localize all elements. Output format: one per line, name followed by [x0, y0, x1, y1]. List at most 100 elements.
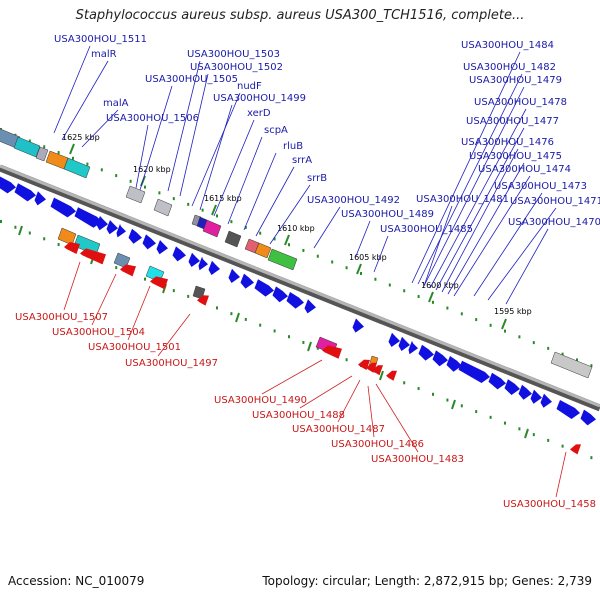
leader-line	[243, 152, 277, 231]
gene-label[interactable]: srrA	[292, 155, 312, 166]
tick-dot	[216, 214, 218, 218]
reverse-gene-arrow[interactable]	[570, 444, 581, 455]
leader-line	[367, 385, 375, 438]
tick-dot	[172, 197, 175, 201]
reverse-gene-arrow[interactable]	[120, 264, 136, 277]
forward-gene-arrow[interactable]	[458, 360, 491, 383]
gene-label[interactable]: USA300HOU_1477	[466, 116, 559, 127]
reverse-gene-arrow[interactable]	[150, 276, 168, 290]
reverse-gene-arrow[interactable]	[64, 242, 80, 254]
forward-gene-arrow[interactable]	[254, 279, 275, 297]
gene-label[interactable]: USA300HOU_1481	[416, 194, 509, 205]
gene-label[interactable]: USA300HOU_1489	[341, 209, 434, 220]
gene-label[interactable]: nudF	[237, 81, 262, 92]
gene-label[interactable]: USA300HOU_1458	[503, 499, 596, 510]
forward-gene-arrow[interactable]	[530, 389, 543, 404]
forward-gene-arrow[interactable]	[504, 379, 521, 395]
forward-gene-arrow[interactable]	[142, 234, 157, 250]
forward-gene-arrow[interactable]	[556, 400, 581, 419]
forward-gene-arrow[interactable]	[488, 372, 507, 390]
gene-label[interactable]: USA300HOU_1483	[371, 454, 464, 465]
forward-gene-arrow[interactable]	[418, 344, 435, 361]
gene-label[interactable]: USA300HOU_1486	[331, 439, 424, 450]
forward-gene-arrow[interactable]	[50, 197, 77, 218]
gene-label[interactable]: USA300HOU_1511	[54, 34, 147, 45]
leader-line	[139, 85, 173, 191]
gene-label[interactable]: USA300HOU_1485	[380, 224, 473, 235]
gene-label[interactable]: USA300HOU_1507	[15, 312, 108, 323]
gene-label[interactable]: srrB	[307, 173, 327, 184]
tick-dot	[489, 323, 492, 327]
forward-gene-arrow[interactable]	[398, 336, 411, 351]
reverse-gene-arrow[interactable]	[372, 365, 383, 376]
gene-label[interactable]: USA300HOU_1502	[190, 62, 283, 73]
gene-label[interactable]: malA	[103, 98, 129, 109]
tick-dot	[316, 254, 319, 258]
gene-label[interactable]: scpA	[264, 125, 288, 136]
forward-gene-arrow[interactable]	[240, 273, 255, 289]
forward-gene-arrow[interactable]	[198, 256, 209, 271]
tick-dot	[532, 341, 535, 345]
gene-label[interactable]: rluB	[283, 141, 303, 152]
forward-gene-arrow[interactable]	[272, 286, 289, 303]
reverse-gene-arrow[interactable]	[80, 248, 106, 265]
tick-dot	[504, 329, 506, 333]
gene-label[interactable]: USA300HOU_1482	[463, 62, 556, 73]
forward-gene-arrow[interactable]	[388, 332, 401, 347]
forward-gene-arrow[interactable]	[208, 260, 221, 275]
forward-gene-arrow[interactable]	[580, 409, 597, 426]
forward-gene-arrow[interactable]	[432, 350, 449, 367]
leader-line	[61, 60, 109, 141]
gene-label[interactable]: USA300HOU_1476	[461, 137, 554, 148]
tick-dot	[590, 364, 593, 368]
tick-dot	[43, 145, 46, 149]
gene-label[interactable]: USA300HOU_1487	[292, 424, 385, 435]
gene-label[interactable]: USA300HOU_1503	[187, 49, 280, 60]
gene-label[interactable]: USA300HOU_1504	[52, 327, 145, 338]
gene-label[interactable]: USA300HOU_1478	[474, 97, 567, 108]
forward-gene-arrow[interactable]	[304, 299, 317, 314]
gene-label[interactable]: malR	[91, 49, 117, 60]
tick-dot	[547, 438, 550, 442]
gene-label[interactable]: USA300HOU_1492	[307, 195, 400, 206]
gene-label[interactable]: xerD	[247, 108, 271, 119]
forward-gene-arrow[interactable]	[540, 393, 553, 408]
forward-gene-arrow[interactable]	[352, 318, 365, 333]
forward-gene-arrow[interactable]	[0, 174, 16, 194]
forward-gene-arrow[interactable]	[188, 252, 201, 267]
gene-label[interactable]: USA300HOU_1473	[494, 181, 587, 192]
gene-label[interactable]: USA300HOU_1497	[125, 358, 218, 369]
forward-gene-arrow[interactable]	[116, 224, 127, 238]
forward-gene-arrow[interactable]	[518, 384, 533, 400]
forward-gene-arrow[interactable]	[286, 292, 305, 309]
forward-gene-arrow[interactable]	[96, 216, 109, 231]
forward-gene-arrow[interactable]	[172, 246, 187, 262]
gene-label[interactable]: USA300HOU_1506	[106, 113, 199, 124]
tick-dot	[244, 317, 247, 321]
gene-label[interactable]: USA300HOU_1484	[461, 40, 554, 51]
gene-label[interactable]: USA300HOU_1505	[145, 74, 238, 85]
gene-label[interactable]: USA300HOU_1475	[469, 151, 562, 162]
forward-gene-arrow[interactable]	[14, 183, 37, 202]
gene-label[interactable]: USA300HOU_1470	[508, 217, 600, 228]
gene-label[interactable]: USA300HOU_1471	[510, 196, 600, 207]
reverse-gene-arrow[interactable]	[386, 370, 397, 381]
reverse-gene-arrow[interactable]	[197, 295, 209, 306]
forward-gene-arrow[interactable]	[446, 356, 463, 372]
tick-dot	[460, 404, 463, 408]
forward-gene-arrow[interactable]	[106, 220, 119, 235]
forward-gene-arrow[interactable]	[34, 191, 47, 206]
reverse-gene-arrow[interactable]	[322, 345, 342, 359]
forward-gene-arrow[interactable]	[128, 228, 143, 244]
gene-label[interactable]: USA300HOU_1501	[88, 342, 181, 353]
tick-dot	[417, 387, 420, 391]
gene-label[interactable]: USA300HOU_1490	[214, 395, 307, 406]
gene-label[interactable]: USA300HOU_1479	[469, 75, 562, 86]
gene-label[interactable]: USA300HOU_1488	[252, 410, 345, 421]
forward-gene-arrow[interactable]	[74, 207, 103, 228]
forward-gene-arrow[interactable]	[156, 240, 169, 255]
forward-gene-arrow[interactable]	[408, 340, 419, 355]
gene-label[interactable]: USA300HOU_1499	[213, 93, 306, 104]
gene-label[interactable]: USA300HOU_1474	[478, 164, 571, 175]
forward-gene-arrow[interactable]	[228, 268, 241, 283]
